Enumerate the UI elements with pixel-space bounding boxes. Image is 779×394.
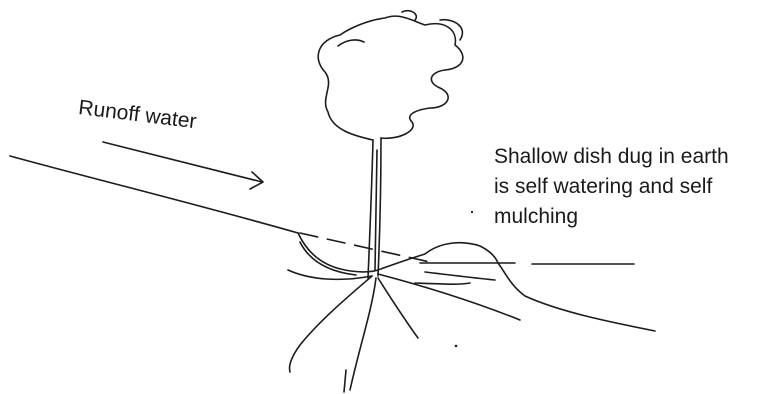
root-left	[289, 276, 372, 372]
ground-slope-right	[498, 263, 655, 331]
root-far-right	[378, 274, 520, 320]
root-right	[378, 278, 418, 338]
dish-caption-line: mulching	[494, 202, 729, 232]
tree-canopy-tuft	[402, 11, 462, 40]
dish-caption-line: is self watering and self	[494, 172, 729, 202]
tree-trunk-mid	[375, 150, 377, 270]
soil-dot	[471, 211, 473, 213]
dish-caption: Shallow dish dug in earth is self wateri…	[494, 142, 729, 232]
dish-depression	[298, 233, 378, 272]
mound	[378, 243, 498, 270]
root-fine	[288, 270, 372, 392]
tree-canopy	[318, 16, 463, 140]
tree-trunk-left	[368, 140, 373, 278]
tree-canopy-inner	[338, 40, 364, 46]
soil-dot	[455, 345, 458, 348]
root-center	[350, 278, 376, 390]
tree-trunk-right	[378, 138, 381, 276]
dish-caption-line: Shallow dish dug in earth	[494, 142, 729, 172]
level-line-dashed	[420, 263, 634, 264]
mound-lower-edge	[415, 272, 495, 284]
original-ground-dashed	[300, 233, 430, 262]
ground-slope-left	[10, 156, 298, 233]
runoff-arrow-shaft	[103, 142, 262, 182]
